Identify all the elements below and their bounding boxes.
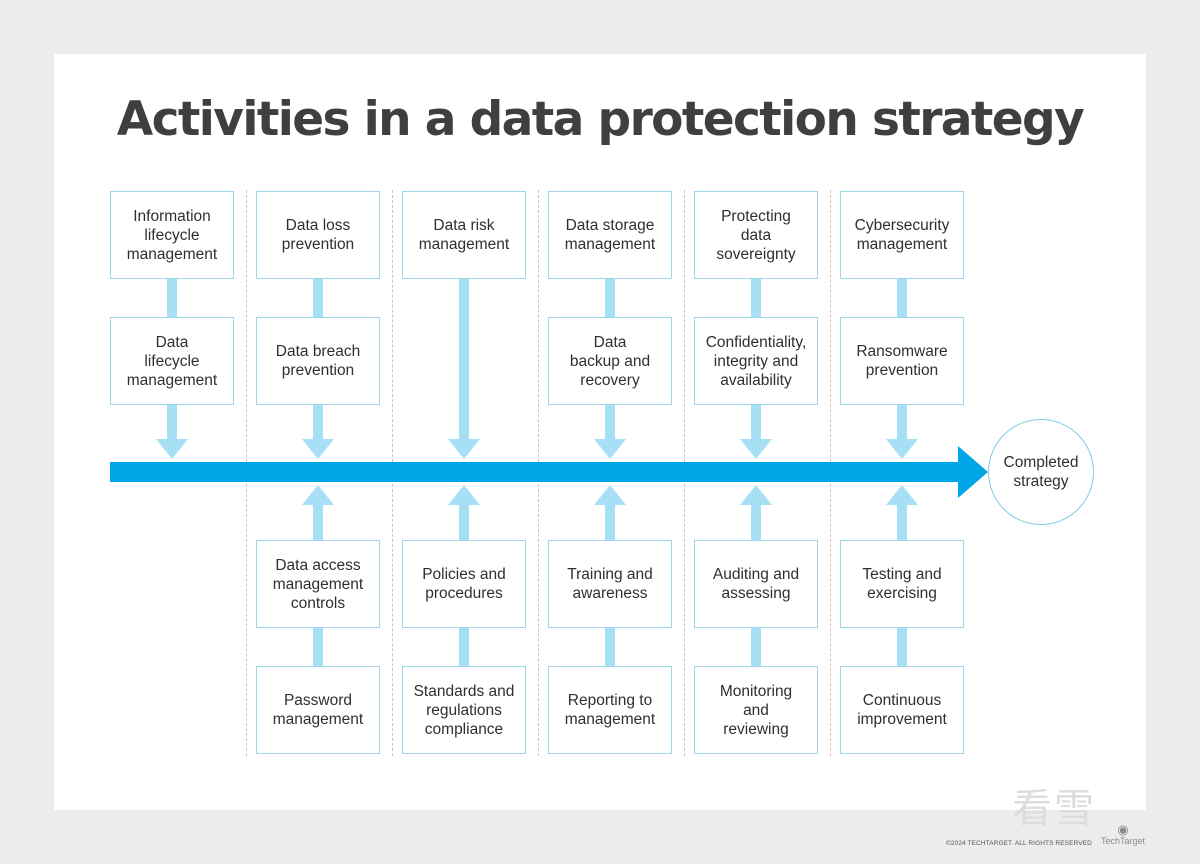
activity-box: Training and awareness [548, 540, 672, 628]
up-arrow-shaft [897, 505, 907, 540]
completed-strategy-circle: Completed strategy [988, 419, 1094, 525]
activity-box: Continuous improvement [840, 666, 964, 754]
down-arrow-shaft [459, 279, 469, 439]
activity-box: Information lifecycle management [110, 191, 234, 279]
activity-box: Ransomware prevention [840, 317, 964, 405]
activity-box: Testing and exercising [840, 540, 964, 628]
up-arrow-head [886, 485, 918, 505]
down-arrow-shaft [897, 405, 907, 439]
down-arrow-head [740, 439, 772, 459]
activity-box: Data lifecycle management [110, 317, 234, 405]
box-connector [751, 279, 761, 317]
box-connector [313, 279, 323, 317]
main-timeline-arrow-head [958, 446, 988, 498]
activity-box: Data backup and recovery [548, 317, 672, 405]
up-arrow-head [594, 485, 626, 505]
watermark: 看雪 [1012, 786, 1096, 832]
down-arrow-shaft [167, 405, 177, 439]
activity-box: Cybersecurity management [840, 191, 964, 279]
up-arrow-head [302, 485, 334, 505]
up-arrow-shaft [751, 505, 761, 540]
down-arrow-shaft [751, 405, 761, 439]
box-connector [605, 279, 615, 317]
up-arrow-head [448, 485, 480, 505]
brand-name: TechTarget [1100, 836, 1146, 846]
up-arrow-shaft [313, 505, 323, 540]
diagram-title: Activities in a data protection strategy [116, 92, 1085, 147]
box-connector [167, 279, 177, 317]
up-arrow-head [740, 485, 772, 505]
activity-box: Protecting data sovereignty [694, 191, 818, 279]
down-arrow-head [448, 439, 480, 459]
down-arrow-shaft [605, 405, 615, 439]
techtarget-logo: ◉ TechTarget [1098, 822, 1148, 846]
down-arrow-head [594, 439, 626, 459]
box-connector [313, 628, 323, 666]
box-connector [751, 628, 761, 666]
activity-box: Auditing and assessing [694, 540, 818, 628]
down-arrow-head [886, 439, 918, 459]
activity-box: Reporting to management [548, 666, 672, 754]
up-arrow-shaft [605, 505, 615, 540]
activity-box: Confidentiality, integrity and availabil… [694, 317, 818, 405]
activity-box: Data risk management [402, 191, 526, 279]
box-connector [897, 628, 907, 666]
down-arrow-head [156, 439, 188, 459]
eye-icon: ◉ [1117, 822, 1129, 837]
activity-box: Password management [256, 666, 380, 754]
activity-box: Data access management controls [256, 540, 380, 628]
activity-box: Monitoring and reviewing [694, 666, 818, 754]
activity-box: Data loss prevention [256, 191, 380, 279]
activity-box: Policies and procedures [402, 540, 526, 628]
main-timeline-arrow-shaft [110, 462, 962, 482]
box-connector [897, 279, 907, 317]
copyright-text: ©2024 TECHTARGET. ALL RIGHTS RESERVED [946, 840, 1092, 847]
activity-box: Data storage management [548, 191, 672, 279]
activity-box: Data breach prevention [256, 317, 380, 405]
up-arrow-shaft [459, 505, 469, 540]
box-connector [605, 628, 615, 666]
activity-box: Standards and regulations compliance [402, 666, 526, 754]
down-arrow-shaft [313, 405, 323, 439]
box-connector [459, 628, 469, 666]
down-arrow-head [302, 439, 334, 459]
